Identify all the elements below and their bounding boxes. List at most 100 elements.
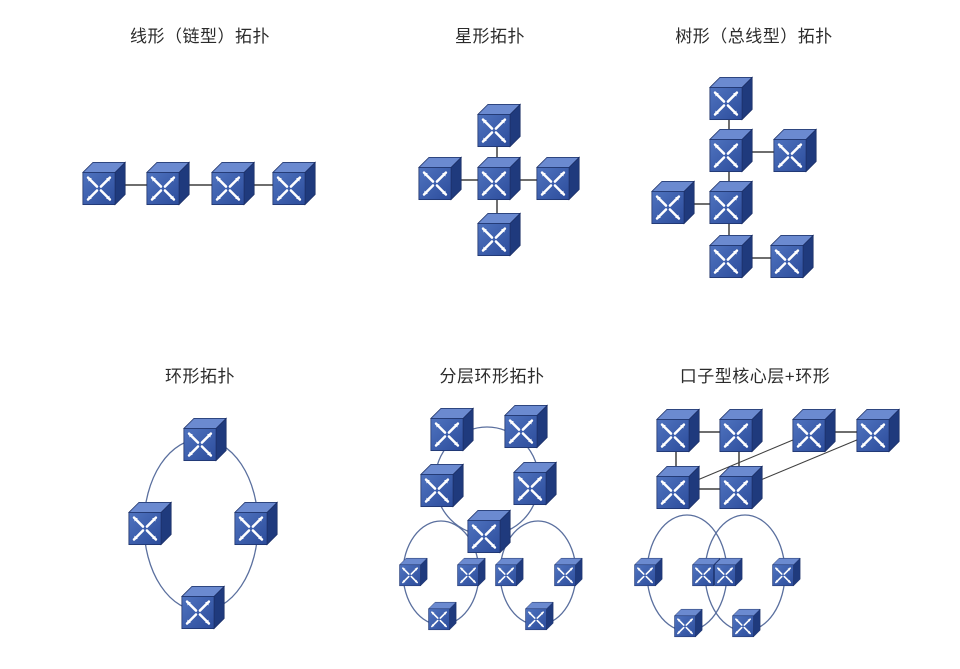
topology-node-node-sub-right-east[interactable] (553, 557, 583, 587)
topology-node-node-level3[interactable] (708, 180, 754, 225)
topology-node-node-ring-right-west[interactable] (713, 557, 743, 587)
topology-node-node-core-tr[interactable] (718, 408, 764, 453)
topology-node-node-core-tl[interactable] (655, 408, 701, 453)
topology-node-node-core-br[interactable] (718, 465, 764, 510)
network-switch-icon (233, 501, 279, 546)
network-switch-icon (673, 608, 703, 638)
topology-node-node-3[interactable] (210, 161, 256, 206)
network-switch-icon (655, 465, 701, 510)
network-switch-icon (772, 128, 818, 173)
topology-node-node-core-far-left[interactable] (791, 408, 837, 453)
network-switch-icon (708, 234, 754, 279)
panel-title-core-square-ring: 口子型核心层+环形 (679, 367, 831, 386)
panel-title-linear-chain: 线形（链型）拓扑 (130, 27, 270, 46)
topology-node-node-ring-right-south[interactable] (731, 608, 761, 638)
topology-node-node-ring-left-south[interactable] (673, 608, 703, 638)
panel-title-ring: 环形拓扑 (165, 367, 235, 386)
topology-node-node-mid-left[interactable] (419, 463, 465, 508)
network-switch-icon (855, 408, 901, 453)
topology-node-node-bottom[interactable] (180, 585, 226, 630)
network-switch-icon (127, 501, 173, 546)
topology-node-node-level2-right[interactable] (772, 128, 818, 173)
topology-node-node-level3-left[interactable] (650, 180, 696, 225)
network-switch-icon (718, 408, 764, 453)
topology-node-node-bottom[interactable] (476, 212, 522, 257)
panel-title-tree-bus: 树形（总线型）拓扑 (675, 27, 833, 46)
topology-node-node-sub-left-east[interactable] (456, 557, 486, 587)
topology-node-node-level2[interactable] (708, 128, 754, 173)
topology-node-node-2[interactable] (145, 161, 191, 206)
topology-node-node-upper-left[interactable] (429, 407, 475, 452)
network-switch-icon (398, 557, 428, 587)
network-switch-icon (535, 156, 581, 201)
topology-node-node-mid-right[interactable] (512, 461, 558, 506)
network-switch-icon (769, 234, 815, 279)
network-switch-icon (708, 180, 754, 225)
topology-node-node-top[interactable] (182, 417, 228, 462)
network-switch-icon (476, 103, 522, 148)
network-switch-icon (271, 161, 317, 206)
panel-title-star: 星形拓扑 (455, 27, 525, 46)
network-switch-icon (429, 407, 475, 452)
topology-node-node-level4[interactable] (708, 234, 754, 279)
network-switch-icon (494, 557, 524, 587)
network-switch-icon (503, 404, 549, 449)
topology-node-node-right[interactable] (233, 501, 279, 546)
panel-title-layered-ring: 分层环形拓扑 (439, 367, 545, 386)
network-switch-icon (650, 180, 696, 225)
network-switch-icon (524, 601, 554, 631)
network-switch-icon (145, 161, 191, 206)
topology-node-node-left[interactable] (417, 156, 463, 201)
network-switch-icon (731, 608, 761, 638)
network-switch-icon (419, 463, 465, 508)
network-switch-icon (791, 408, 837, 453)
topology-node-node-ring-west[interactable] (633, 557, 663, 587)
topology-node-node-sub-left-south[interactable] (427, 601, 457, 631)
topology-node-node-ring-east[interactable] (771, 557, 801, 587)
topology-node-node-1[interactable] (81, 161, 127, 206)
topology-node-node-upper-right[interactable] (503, 404, 549, 449)
network-switch-icon (553, 557, 583, 587)
topology-node-node-level4-right[interactable] (769, 234, 815, 279)
topology-node-node-left[interactable] (127, 501, 173, 546)
topology-node-node-sub-right-west[interactable] (494, 557, 524, 587)
network-switch-icon (81, 161, 127, 206)
topology-node-node-sub-left-west[interactable] (398, 557, 428, 587)
network-switch-icon (708, 128, 754, 173)
network-switch-icon (633, 557, 663, 587)
topology-node-node-right[interactable] (535, 156, 581, 201)
topology-node-node-ring-join[interactable] (466, 509, 512, 554)
network-switch-icon (182, 417, 228, 462)
topology-node-node-4[interactable] (271, 161, 317, 206)
network-switch-icon (417, 156, 463, 201)
network-switch-icon (180, 585, 226, 630)
network-switch-icon (466, 509, 512, 554)
topology-node-node-core-bl[interactable] (655, 465, 701, 510)
network-switch-icon (713, 557, 743, 587)
network-switch-icon (512, 461, 558, 506)
network-switch-icon (427, 601, 457, 631)
topology-node-node-center[interactable] (476, 156, 522, 201)
topology-node-node-root[interactable] (708, 76, 754, 121)
topology-node-node-sub-right-south[interactable] (524, 601, 554, 631)
topology-node-node-core-far-right[interactable] (855, 408, 901, 453)
network-switch-icon (771, 557, 801, 587)
network-switch-icon (718, 465, 764, 510)
network-switch-icon (210, 161, 256, 206)
network-switch-icon (456, 557, 486, 587)
topology-node-node-top[interactable] (476, 103, 522, 148)
network-switch-icon (476, 156, 522, 201)
network-switch-icon (655, 408, 701, 453)
